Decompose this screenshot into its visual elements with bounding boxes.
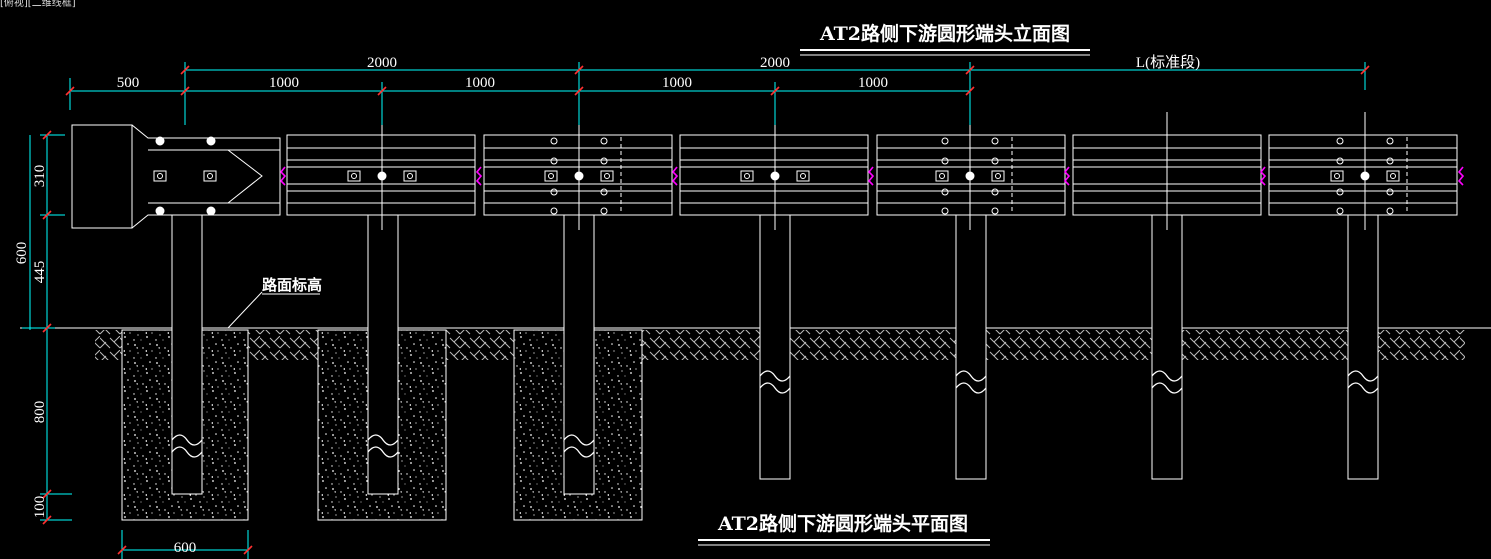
dim-2000-a: 2000 bbox=[367, 55, 397, 71]
rail-panel-2 bbox=[483, 112, 673, 230]
rail-splice-7 bbox=[1457, 166, 1465, 186]
dim-500: 500 bbox=[117, 75, 140, 91]
rail-splice-1 bbox=[279, 166, 287, 186]
dim-2000-b: 2000 bbox=[760, 55, 790, 71]
post-7 bbox=[1347, 214, 1379, 480]
elevation-title: AT2路侧下游圆形端头立面图 bbox=[819, 22, 1070, 45]
rail-panel-3 bbox=[679, 112, 869, 230]
dim-100: 100 bbox=[32, 496, 48, 519]
dim-1000-d: 1000 bbox=[858, 75, 888, 91]
viewport-label: [俯视][二维线框] bbox=[0, 0, 76, 9]
dim-600-bottom: 600 bbox=[174, 540, 197, 556]
rail-panel-1 bbox=[286, 112, 476, 230]
rail-splice-5 bbox=[1063, 166, 1071, 186]
rail-splice-6 bbox=[1259, 166, 1267, 186]
post-6 bbox=[1151, 214, 1183, 480]
rail-panel-6 bbox=[1268, 112, 1458, 230]
dim-445: 445 bbox=[32, 261, 48, 284]
dim-600-left: 600 bbox=[14, 242, 30, 265]
rail-panel-4 bbox=[876, 112, 1066, 230]
dimension-lines bbox=[22, 62, 1366, 559]
rail-splice-2 bbox=[475, 166, 483, 186]
road-surface-label: 路面标高 bbox=[262, 276, 322, 294]
post-4 bbox=[759, 214, 791, 480]
dim-L-standard: L(标准段) bbox=[1136, 54, 1200, 71]
rail-splice-4 bbox=[867, 166, 875, 186]
plan-title: AT2路侧下游圆形端头平面图 bbox=[717, 512, 968, 535]
dimension-ticks bbox=[42, 65, 1370, 555]
post-break-symbols bbox=[171, 370, 1379, 458]
dim-1000-a: 1000 bbox=[269, 75, 299, 91]
dim-800: 800 bbox=[32, 401, 48, 424]
dim-1000-c: 1000 bbox=[662, 75, 692, 91]
post-5 bbox=[955, 214, 987, 480]
rail-panels bbox=[279, 112, 1465, 230]
road-surface-leader bbox=[227, 291, 263, 329]
posts bbox=[171, 214, 1379, 495]
rail-splice-3 bbox=[671, 166, 679, 186]
rail-panel-5 bbox=[1072, 112, 1262, 230]
terminal-end bbox=[71, 124, 281, 229]
dim-310: 310 bbox=[32, 165, 48, 188]
dim-1000-b: 1000 bbox=[465, 75, 495, 91]
